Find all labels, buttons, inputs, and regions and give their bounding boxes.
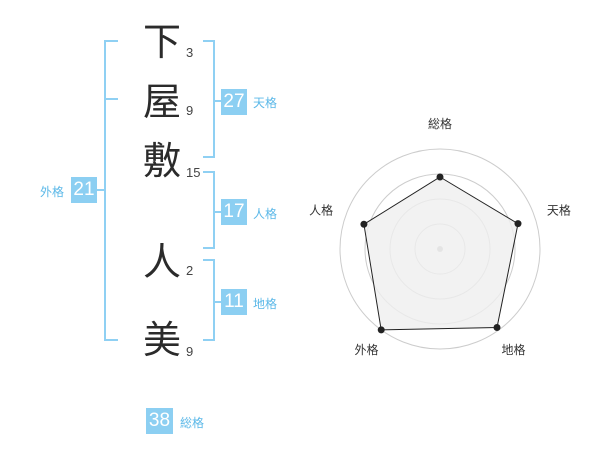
radar-axis-label-2: 天格 xyxy=(547,202,571,217)
radar-axis-label-4: 外格 xyxy=(354,342,378,357)
jinkaku-label: 人格 xyxy=(253,207,278,221)
gaikaku-badge: 21 xyxy=(71,177,97,203)
gaikaku-bracket-mid xyxy=(104,98,118,100)
jinkaku-bracket-top xyxy=(203,171,215,173)
radar-point-5 xyxy=(360,220,368,228)
stroke-count-5: 9 xyxy=(186,344,194,359)
stroke-count-1: 3 xyxy=(186,45,194,60)
gaikaku-bracket-top xyxy=(104,40,118,42)
jinkaku-connector xyxy=(213,211,222,213)
jinkaku-badge: 17 xyxy=(221,199,247,225)
tenkaku-connector xyxy=(213,100,222,102)
stroke-count-4: 2 xyxy=(186,263,194,278)
name-char-4: 人 xyxy=(142,240,181,284)
tenkaku-bracket-vertical xyxy=(213,40,215,158)
name-char-5: 美 xyxy=(142,318,181,362)
gaikaku-connector xyxy=(96,189,105,191)
soukaku-label: 総格 xyxy=(180,416,205,430)
stroke-count-3: 15 xyxy=(186,165,201,180)
jinkaku-bracket-bottom xyxy=(203,247,215,249)
tenkaku-bracket-top xyxy=(203,40,215,42)
radar-axis-label-5: 人格 xyxy=(309,202,333,217)
radar-axis-label-3: 地格 xyxy=(501,342,525,357)
tenkaku-badge: 27 xyxy=(221,89,247,115)
radar-point-4 xyxy=(377,326,385,334)
radar-ring xyxy=(339,148,541,350)
chikaku-label: 地格 xyxy=(253,297,278,311)
radar-point-3 xyxy=(493,323,501,331)
gaikaku-label: 外格 xyxy=(40,185,65,199)
name-char-3: 敷 xyxy=(142,139,181,183)
chikaku-badge: 11 xyxy=(221,289,247,315)
jinkaku-bracket-vertical xyxy=(213,171,215,249)
gaikaku-bracket-bottom xyxy=(104,339,118,341)
chikaku-bracket-top xyxy=(203,259,215,261)
gaikaku-bracket-vertical xyxy=(104,40,106,341)
tenkaku-label: 天格 xyxy=(253,96,278,110)
chikaku-bracket-bottom xyxy=(203,339,215,341)
name-char-1: 下 xyxy=(142,20,181,64)
radar-points xyxy=(360,173,522,334)
name-char-2: 屋 xyxy=(142,80,181,124)
chikaku-bracket-vertical xyxy=(213,259,215,341)
stroke-count-2: 9 xyxy=(186,103,194,118)
radar-point-1 xyxy=(436,173,444,181)
radar-axis-label-1: 総格 xyxy=(428,116,452,131)
chikaku-connector xyxy=(213,301,222,303)
radar-polygon xyxy=(363,176,519,331)
tenkaku-bracket-bottom xyxy=(203,156,215,158)
radar-point-2 xyxy=(514,220,522,228)
soukaku-badge: 38 xyxy=(146,408,173,434)
